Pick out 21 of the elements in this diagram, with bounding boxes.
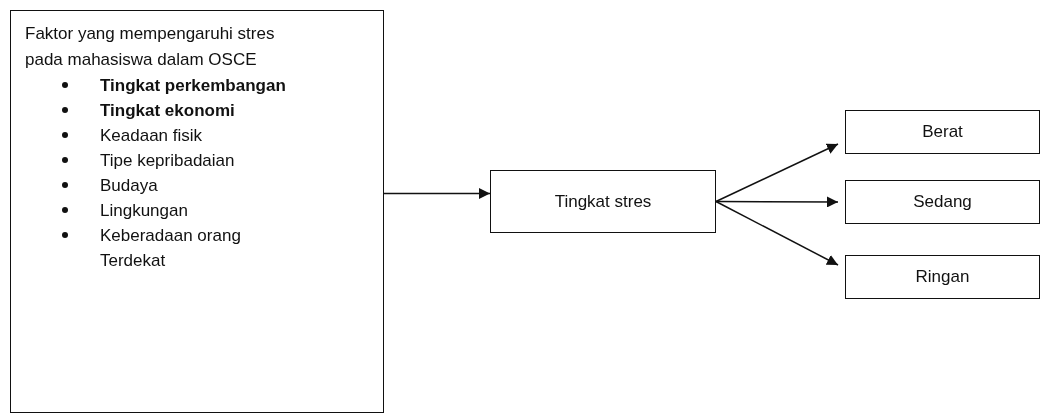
process-box xyxy=(490,170,716,233)
list-item: Keberadaan orang Terdekat xyxy=(100,226,241,270)
box-label: Ringan xyxy=(915,266,970,288)
box-label: Sedang xyxy=(913,191,972,213)
process-box xyxy=(845,180,1040,224)
process-box xyxy=(845,255,1040,299)
box-heading: Faktor yang mempengaruhi stres pada mahasiswa dalam OSCE xyxy=(25,23,275,71)
box-label: Berat xyxy=(922,121,963,143)
arrow xyxy=(715,143,839,203)
list-item: Budaya xyxy=(100,176,158,195)
arrow xyxy=(715,200,839,266)
arrow xyxy=(715,196,839,208)
process-box xyxy=(845,110,1040,154)
list-item: Tipe kepribadaian xyxy=(100,151,235,170)
arrow xyxy=(383,188,491,199)
list-item: Keadaan fisik xyxy=(100,126,203,145)
list-item: Tingkat ekonomi xyxy=(100,101,235,120)
box-label: Tingkat stres xyxy=(554,190,652,213)
list-box xyxy=(10,10,384,413)
list-item: Tingkat perkembangan xyxy=(100,76,286,95)
list-item: Lingkungan xyxy=(100,201,188,220)
